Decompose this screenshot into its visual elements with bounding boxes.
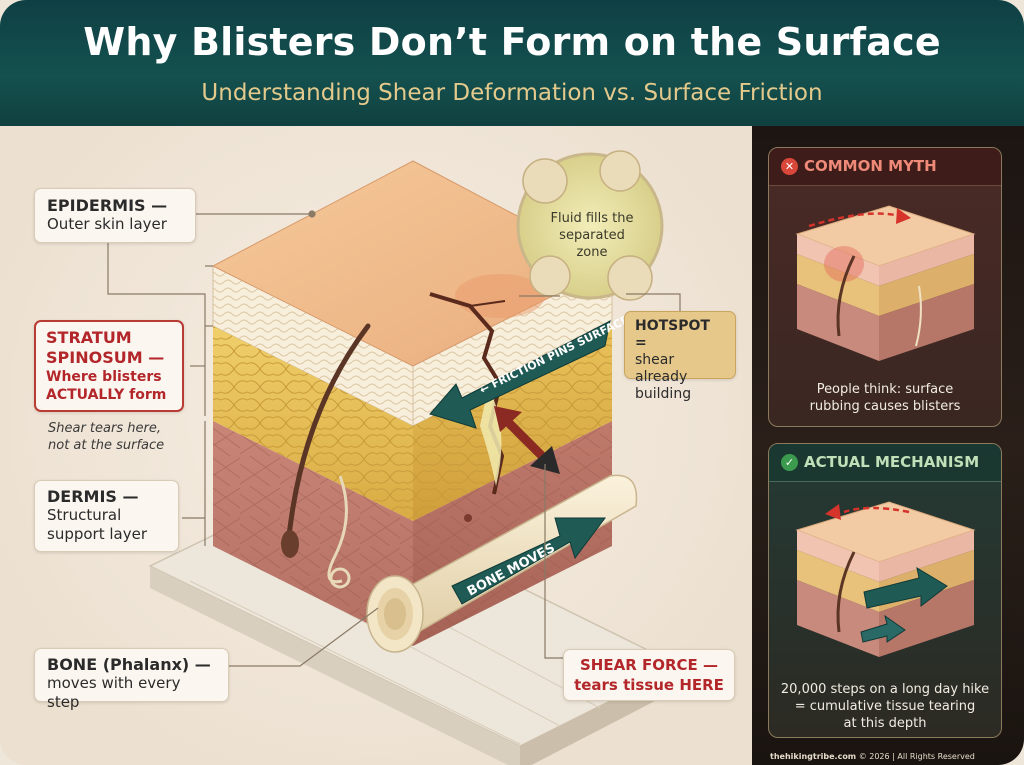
- dermis-title: DERMIS —: [47, 487, 139, 506]
- fluid-magnifier: [516, 150, 664, 301]
- stratum-spinosum-label: STRATUM SPINOSUM — Where blisters ACTUAL…: [34, 320, 184, 412]
- common-myth-card: ✕ COMMON MYTH People think: surface rubbi…: [768, 147, 1002, 427]
- actual-mechanism-title: ACTUAL MECHANISM: [804, 453, 980, 471]
- myth-description: People think: surface rubbing causes bli…: [769, 381, 1001, 415]
- hotspot-line1: shear already: [635, 352, 688, 385]
- footer-credit: thehikingtribe.com © 2026 | All Rights R…: [770, 752, 1020, 761]
- dermis-sub-line1: Structural: [47, 506, 122, 524]
- epidermis-label: EPIDERMIS — Outer skin layer: [34, 188, 196, 243]
- myth-text-line1: People think: surface: [816, 382, 954, 397]
- close-icon: ✕: [781, 158, 798, 175]
- hair-follicle: [285, 323, 371, 549]
- fluid-line1: Fluid fills the: [550, 211, 634, 226]
- leader-lines: [107, 210, 681, 667]
- fluid-line2: separated zone: [559, 228, 625, 260]
- hair-bulb: [281, 530, 299, 558]
- shear-note: Shear tears here, not at the surface: [48, 420, 188, 454]
- shear-force-line1: SHEAR FORCE —: [579, 656, 718, 674]
- check-icon: ✓: [781, 454, 798, 471]
- bone-title: BONE (Phalanx) —: [47, 655, 211, 674]
- dermis-label: DERMIS — Structural support layer: [34, 480, 179, 552]
- main-diagram-panel: ← FRICTION PINS SURFACE BONE MOVES: [0, 126, 752, 765]
- header-banner: Why Blisters Don’t Form on the Surface U…: [0, 0, 1024, 126]
- hotspot-label: HOTSPOT = shear already building: [624, 311, 736, 402]
- shear-force-line2: tears tissue HERE: [574, 676, 724, 694]
- footer-rights: © 2026 | All Rights Reserved: [858, 752, 975, 761]
- fluid-caption: Fluid fills the separated zone: [542, 210, 642, 261]
- footer-site: thehikingtribe.com: [770, 752, 857, 761]
- pore-dot: [464, 514, 472, 522]
- actual-text-line2: = cumulative tissue tearing: [794, 699, 976, 714]
- shear-force-arrow: [494, 406, 560, 474]
- bone-moves-arrow: [451, 517, 606, 605]
- stratum-sub-line2: ACTUALLY form: [46, 387, 167, 403]
- actual-text-line3: at this depth: [843, 716, 927, 731]
- stratum-sub-line1: Where blisters: [46, 369, 162, 385]
- actual-mechanism-card: ✓ ACTUAL MECHANISM 20,000 steps on a long…: [768, 443, 1002, 738]
- myth-skin-illustration: [795, 205, 976, 361]
- nerve-ending: [329, 567, 351, 589]
- stratum-title-line2: SPINOSUM —: [46, 348, 165, 367]
- actual-description: 20,000 steps on a long day hike = cumula…: [769, 681, 1001, 732]
- actual-mechanism-heading: ✓ ACTUAL MECHANISM: [769, 444, 1001, 482]
- page-title: Why Blisters Don’t Form on the Surface: [83, 20, 941, 64]
- page-subtitle: Understanding Shear Deformation vs. Surf…: [201, 80, 823, 106]
- hotspot-title: HOTSPOT =: [635, 318, 710, 351]
- skin-cross-section-diagram: ← FRICTION PINS SURFACE BONE MOVES: [107, 150, 682, 765]
- shear-note-line1: Shear tears here,: [48, 421, 161, 436]
- myth-text-line2: rubbing causes blisters: [809, 399, 961, 414]
- epidermis-subtitle: Outer skin layer: [47, 215, 167, 233]
- actual-text-line1: 20,000 steps on a long day hike: [780, 682, 990, 697]
- friction-arrow: [429, 320, 611, 429]
- epidermis-title: EPIDERMIS —: [47, 196, 168, 215]
- stratum-title-line1: STRATUM: [46, 328, 132, 347]
- shear-note-line2: not at the surface: [48, 438, 165, 453]
- bone-label: BONE (Phalanx) — moves with every step: [34, 648, 229, 711]
- actual-skin-illustration: [795, 501, 976, 657]
- dermis-sub-line2: support layer: [47, 525, 147, 543]
- hotspot-line2: building: [635, 386, 692, 402]
- shear-force-label: SHEAR FORCE — tears tissue HERE: [563, 649, 735, 701]
- common-myth-title: COMMON MYTH: [804, 157, 937, 175]
- common-myth-heading: ✕ COMMON MYTH: [769, 148, 1001, 186]
- hotspot-redness: [455, 274, 545, 318]
- bone-subtitle: moves with every step: [47, 674, 181, 711]
